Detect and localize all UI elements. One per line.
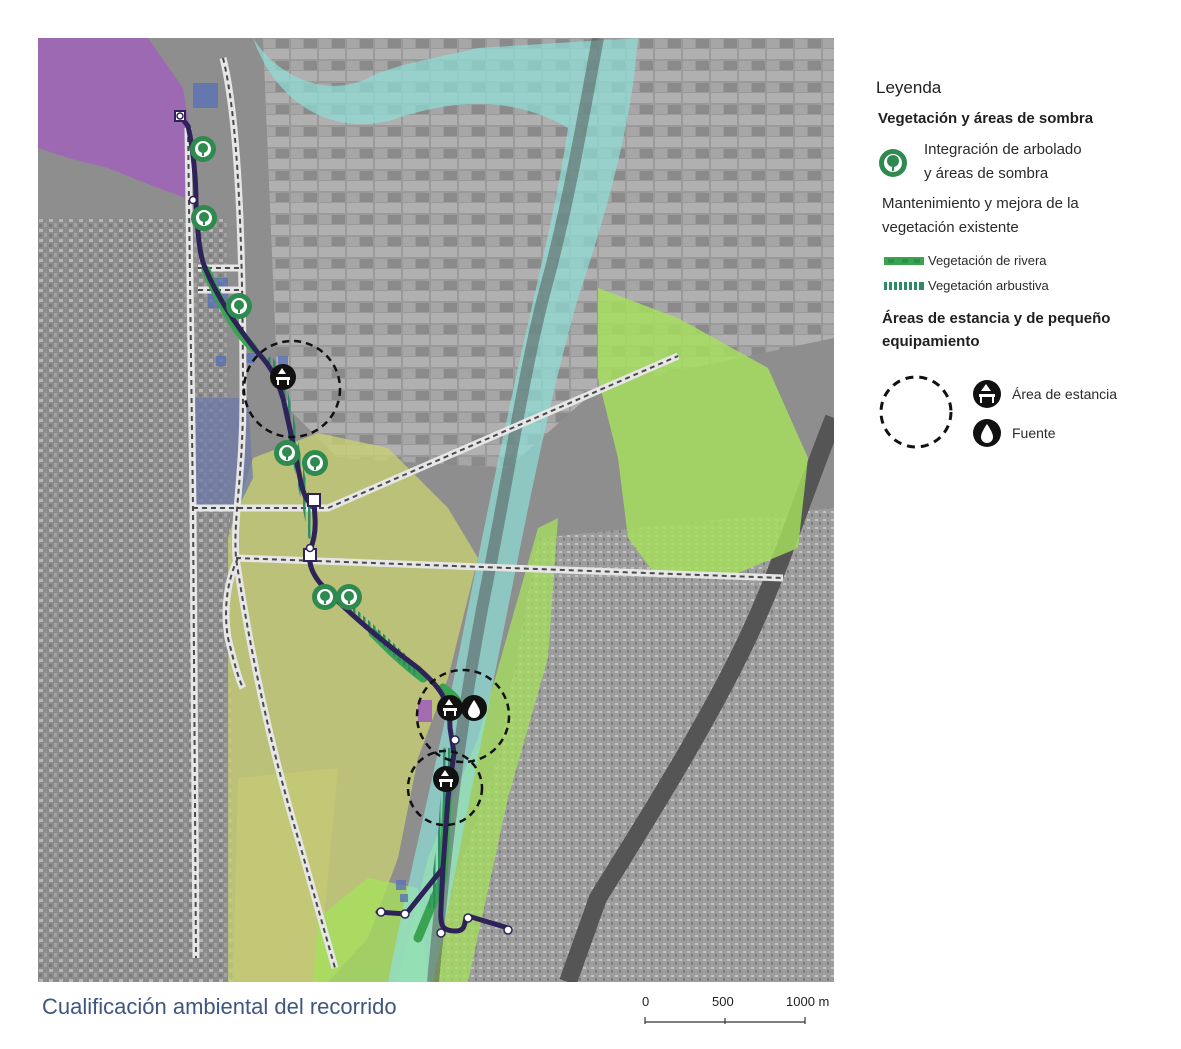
route-nodes <box>174 110 513 938</box>
tree-icon <box>312 584 338 610</box>
scale-tick-0: 0 <box>642 994 650 1009</box>
legend-tree-line2: y áreas de sombra <box>924 165 1049 182</box>
shrub-swatch <box>884 282 924 290</box>
scale-line <box>644 1017 806 1024</box>
bench-icon <box>437 695 463 721</box>
scale-tick-1000: 1000 m <box>786 994 830 1009</box>
tree-markers <box>190 136 362 610</box>
fountain-icon <box>461 695 487 721</box>
olive-area-south <box>233 768 338 982</box>
tree-icon <box>302 450 328 476</box>
tree-icon <box>336 584 362 610</box>
tree-icon <box>191 205 217 231</box>
legend-riparian-label: Vegetación de rivera <box>928 253 1047 268</box>
legend-stay-area-label: Área de estancia <box>1012 386 1118 402</box>
stay-area-circles <box>242 339 511 827</box>
tree-icon <box>879 149 907 177</box>
legend-section-areas-line1: Áreas de estancia y de pequeño <box>882 310 1111 327</box>
scale-tick-500: 500 <box>712 994 734 1009</box>
legend-maintenance-line1: Mantenimiento y mejora de la <box>882 195 1079 212</box>
map-caption: Cualificación ambiental del recorrido <box>42 994 397 1019</box>
bench-icon <box>433 766 459 792</box>
roads-dashed <box>184 57 784 969</box>
tree-icon <box>190 136 216 162</box>
map-svg <box>38 38 834 982</box>
stay-area-circle-swatch <box>879 375 953 449</box>
legend-fountain-label: Fuente <box>1012 425 1056 441</box>
legend-shrub-label: Vegetación arbustiva <box>928 278 1049 293</box>
green-park-east <box>598 288 808 578</box>
fountain-icon <box>973 419 1001 447</box>
bench-icon <box>973 380 1001 408</box>
legend-section-vegetation: Vegetación y áreas de sombra <box>878 110 1094 127</box>
tree-icon <box>274 440 300 466</box>
legend-tree-line1: Integración de arbolado <box>924 141 1082 158</box>
map-canvas[interactable] <box>38 38 834 982</box>
bench-icon <box>270 364 296 390</box>
urban-west <box>38 218 233 982</box>
stay-area-markers <box>270 364 487 792</box>
river-band <box>253 38 638 982</box>
legend-maintenance-line2: vegetación existente <box>882 219 1019 236</box>
riparian-swatch <box>884 257 924 265</box>
legend-section-areas-line2: equipamiento <box>882 333 980 350</box>
urban-zone-purple <box>38 38 193 198</box>
scale-bar: 0 500 1000 m <box>630 994 850 1034</box>
legend-title: Leyenda <box>876 78 942 97</box>
tree-icon <box>226 293 252 319</box>
